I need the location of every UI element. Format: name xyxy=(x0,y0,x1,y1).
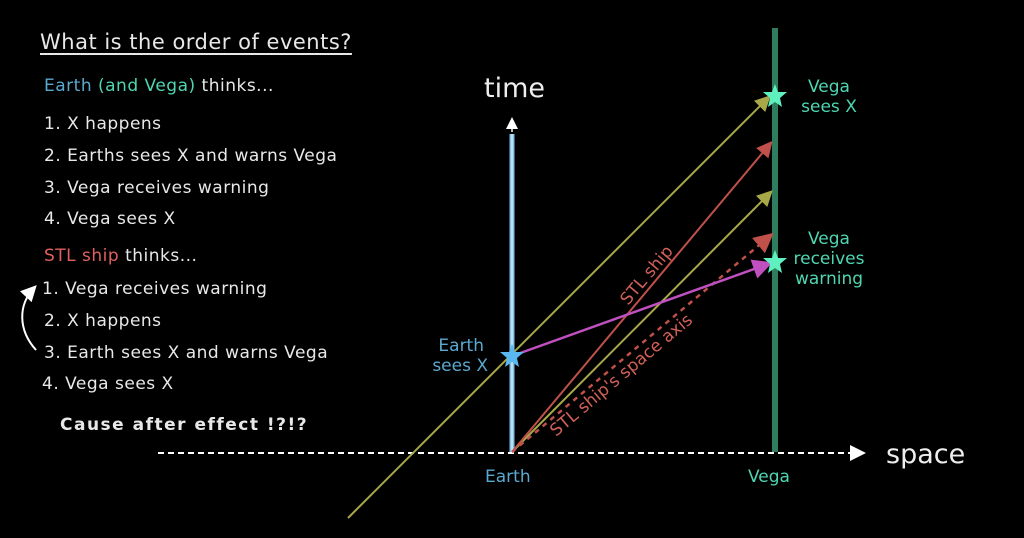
thinks-word: thinks... xyxy=(125,246,198,266)
vega-receives-star-icon xyxy=(763,250,787,273)
vega-receives-label: receives xyxy=(794,249,865,269)
earth-list-item: 3. Vega receives warning xyxy=(44,178,270,198)
ship-list-item: 2. X happens xyxy=(44,311,162,331)
time-label: time xyxy=(484,73,545,104)
ship-space-axis xyxy=(511,232,774,453)
ship-list-item: 1. Vega receives warning xyxy=(42,279,268,299)
earth-list-item: 2. Earths sees X and warns Vega xyxy=(44,146,338,166)
earth-sees-x-label: sees X xyxy=(432,356,488,376)
space-label: space xyxy=(886,439,965,470)
warning-signal xyxy=(511,259,773,358)
earth-heading: Earth (and Vega) thinks... xyxy=(44,76,274,96)
ship-list-item: 3. Earth sees X and warns Vega xyxy=(44,343,329,363)
ship-word: STL ship xyxy=(44,246,120,266)
earth-sees-x-star-icon xyxy=(500,344,524,367)
vega-sees-x-star-icon xyxy=(763,84,787,107)
earth-list-item: 4. Vega sees X xyxy=(44,209,176,229)
light-ray-x xyxy=(347,95,771,519)
ship-worldline xyxy=(511,140,773,453)
reorder-arrow-icon xyxy=(19,285,37,351)
earth-sees-x-label: Earth xyxy=(438,336,484,356)
ship-heading: STL ship thinks... xyxy=(44,246,197,266)
vega-sees-x-label: Vega xyxy=(808,77,850,97)
earth-list-item: 1. X happens xyxy=(44,114,162,134)
vega-label: Vega xyxy=(748,467,790,487)
conclusion: Cause after effect !?!? xyxy=(60,415,309,435)
thinks-word: thinks... xyxy=(201,76,274,96)
page-title: What is the order of events? xyxy=(40,30,352,54)
light-ray-origin xyxy=(511,190,773,453)
and-vega-word: (and Vega) xyxy=(98,76,196,96)
vega-sees-x-label: sees X xyxy=(801,97,857,117)
earth-word: Earth xyxy=(44,76,93,96)
vega-receives-label: Vega xyxy=(808,229,850,249)
vega-receives-label: warning xyxy=(795,269,863,289)
ship-space-axis-label: STL ship's space axis xyxy=(546,310,696,441)
earth-label: Earth xyxy=(485,467,531,487)
ship-list-item: 4. Vega sees X xyxy=(42,374,174,394)
